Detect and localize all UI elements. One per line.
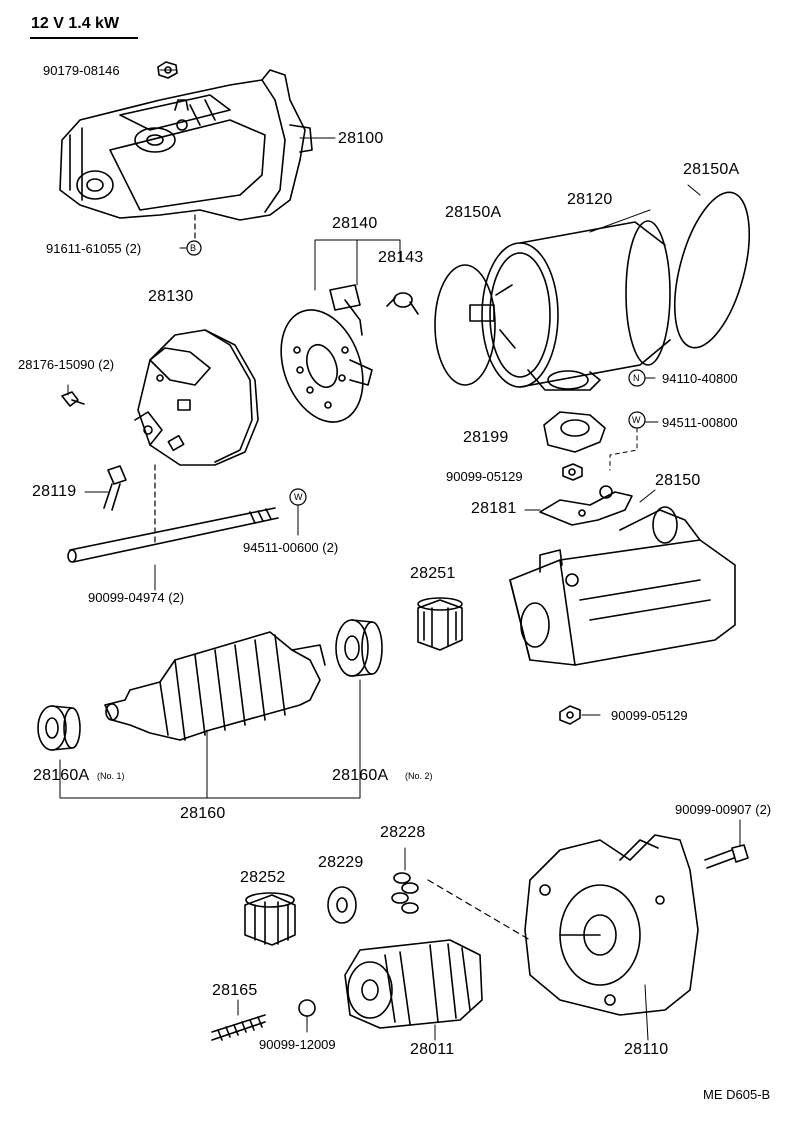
label-28160a-no2: 28160A <box>332 767 389 784</box>
label-28160a-no1: 28160A <box>33 767 90 784</box>
label-28181: 28181 <box>471 500 517 517</box>
title-underline <box>30 37 138 39</box>
label-28011: 28011 <box>410 1041 455 1058</box>
label-90099-04974: 90099-04974 (2) <box>88 590 185 605</box>
label-94511-00600: 94511-00600 (2) <box>243 540 339 555</box>
label-28160a-no2-sub: (No. 2) <box>405 771 433 781</box>
label-28110: 28110 <box>624 1041 669 1058</box>
label-90179-08146: 90179-08146 <box>43 63 120 78</box>
marker-b: B <box>190 243 197 253</box>
ball-90099-12009-drawing <box>298 999 316 1017</box>
marker-n: N <box>633 373 640 383</box>
label-28252: 28252 <box>240 869 286 886</box>
armature-drawing <box>104 631 326 741</box>
terminal-insulator-drawing <box>543 411 606 453</box>
bracket-28181-drawing <box>539 485 633 526</box>
label-28176-15090: 28176-15090 (2) <box>18 357 115 372</box>
spring-28165-drawing <box>211 1014 266 1041</box>
label-94110-40800: 94110-40800 <box>662 371 738 386</box>
bolt-28119-drawing <box>103 465 127 511</box>
starter-assembly-drawing <box>59 69 313 221</box>
label-28100: 28100 <box>338 130 384 147</box>
label-28130: 28130 <box>148 288 194 305</box>
label-90099-05129-a: 90099-05129 <box>446 469 523 484</box>
label-90099-12009: 90099-12009 <box>259 1037 336 1052</box>
marker-w-right: W <box>632 415 641 425</box>
label-28150a-left: 28150A <box>445 204 502 221</box>
brush-holder-drawing <box>280 284 373 423</box>
label-28150a-right: 28150A <box>683 161 740 178</box>
yoke-28120-drawing <box>469 220 671 391</box>
label-28160: 28160 <box>180 805 226 822</box>
bolt-90099-00907-drawing <box>704 844 749 869</box>
o-ring-right-drawing <box>673 191 751 349</box>
o-ring-left-drawing <box>434 264 496 386</box>
label-28229: 28229 <box>318 854 364 871</box>
label-28119: 28119 <box>32 483 77 500</box>
gear-28252-drawing <box>244 892 296 946</box>
nut-90099-05129-b-drawing <box>559 705 581 725</box>
clutch-28011-drawing <box>344 939 483 1029</box>
label-90099-05129-b: 90099-05129 <box>611 708 688 723</box>
label-28150: 28150 <box>655 472 701 489</box>
nut-90099-05129-a-drawing <box>562 463 583 481</box>
label-28228: 28228 <box>380 824 426 841</box>
label-28160a-no1-sub: (No. 1) <box>97 771 125 781</box>
label-94511-00800: 94511-00800 <box>662 415 738 430</box>
magnetic-switch-drawing <box>509 506 736 666</box>
parts-28228-drawing <box>391 872 419 914</box>
through-bolt-drawing <box>67 507 279 563</box>
collar-28229-drawing <box>327 886 357 924</box>
screw-28176-drawing <box>61 391 85 407</box>
bearing-no2-drawing <box>335 619 383 677</box>
gear-28251-drawing <box>417 597 463 651</box>
housing-28110-drawing <box>524 834 699 1016</box>
end-cover-drawing <box>134 329 259 466</box>
bearing-no1-drawing <box>37 705 81 751</box>
label-28140: 28140 <box>332 215 378 232</box>
label-91611-61055: 91611-61055 (2) <box>46 241 142 256</box>
spring-28143-drawing <box>386 292 419 315</box>
diagram-code: ME D605-B <box>703 1087 771 1102</box>
label-28199: 28199 <box>463 429 509 446</box>
spec-title: 12 V 1.4 kW <box>31 15 120 32</box>
label-28143: 28143 <box>378 249 424 266</box>
label-28120: 28120 <box>567 191 613 208</box>
label-90099-00907: 90099-00907 (2) <box>675 802 772 817</box>
label-28251: 28251 <box>410 565 456 582</box>
marker-w-left: W <box>294 492 303 502</box>
label-28165: 28165 <box>212 982 258 999</box>
